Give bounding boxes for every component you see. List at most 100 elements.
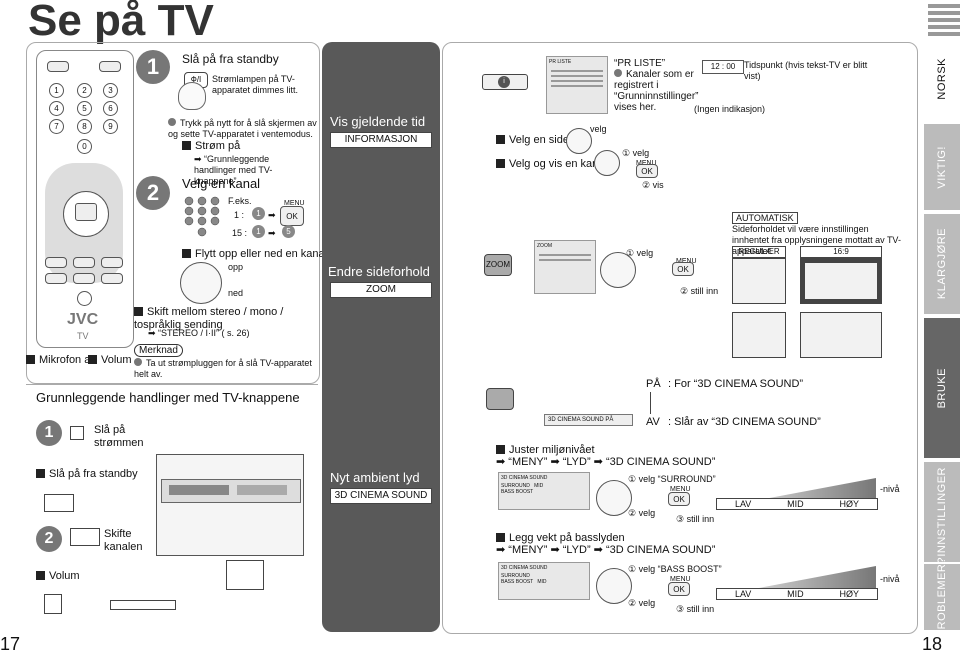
ratio-169-preview	[800, 258, 882, 304]
remote-control: 1 2 3 4 5 6 7 8 9 0 JVC TV	[36, 50, 134, 348]
tab-innstillinger[interactable]: INNSTILLINGER	[924, 462, 960, 562]
volume-button-icon	[44, 594, 62, 614]
merknad-text: Ta ut strømpluggen for å slå TV-apparate…	[134, 358, 312, 379]
ambient-title: Nyt ambient lyd	[330, 470, 420, 485]
ok-button[interactable]: OK	[280, 206, 304, 226]
grunn-step-1: 1	[36, 420, 62, 446]
arrow-icon: ➡	[268, 210, 276, 220]
digit-5[interactable]: 5	[77, 101, 92, 116]
remote-dpad[interactable]	[63, 191, 109, 237]
remote-button-e[interactable]	[73, 273, 95, 284]
volum-label: Volum	[88, 354, 132, 367]
step-1-heading: Slå på fra standby	[182, 52, 279, 66]
zoom-box: ZOOM	[330, 282, 432, 298]
grunn-sla-pa: Slå på strømmen	[94, 424, 144, 449]
cinema-sound-button[interactable]	[486, 388, 514, 410]
mute-button[interactable]	[47, 61, 69, 72]
remote-button-d[interactable]	[45, 273, 67, 284]
digit-0[interactable]: 0	[77, 139, 92, 154]
remote-round-button[interactable]	[77, 291, 92, 306]
ok-button-3[interactable]: OK	[668, 492, 690, 506]
automatisk-label: AUTOMATISK	[732, 212, 798, 224]
step-1-desc: Strømlampen på TV-apparatet dimmes litt.	[212, 74, 299, 95]
zoom-button[interactable]: ZOOM	[484, 254, 512, 276]
digit-2[interactable]: 2	[77, 83, 92, 98]
tab-klargjore[interactable]: KLARGJØRE	[924, 214, 960, 314]
zoom-dpad[interactable]	[600, 252, 636, 288]
remote-button-c[interactable]	[101, 257, 123, 268]
tab-problemer[interactable]: PROBLEMER?	[924, 557, 960, 637]
cinema-sound-screen: 3D CINEMA SOUND PÅ	[544, 414, 633, 426]
page-number-right: 18	[922, 634, 943, 654]
av-desc: : Slår av “3D CINEMA SOUND”	[668, 416, 821, 428]
tab-bruke[interactable]: BRUKE	[924, 318, 960, 458]
surround-still3: ③ still inn	[676, 514, 715, 524]
ex1-label: 1 :	[234, 210, 245, 220]
bass-velg: ① velg “BASS BOOST”	[628, 564, 722, 574]
surround-screen: 3D CINEMA SOUND SURROUND MID BASS BOOST	[498, 472, 590, 510]
menu-label-4: MENU	[670, 576, 691, 583]
av-label: AV	[646, 416, 660, 428]
grunn-volum: Volum	[36, 570, 80, 583]
remote-button-b[interactable]	[73, 257, 95, 268]
digit-8[interactable]: 8	[77, 119, 92, 134]
ex1-digit: 1	[252, 207, 265, 220]
page-dpad[interactable]	[566, 128, 592, 154]
no-indicator: (Ingen indikasjon)	[694, 104, 766, 114]
digit-6[interactable]: 6	[103, 101, 118, 116]
step-2-badge: 2	[136, 176, 170, 210]
channel-select-dpad[interactable]	[594, 150, 620, 176]
juster-path: ➡ “MENY” ➡ “LYD” ➡ “3D CINEMA SOUND”	[496, 456, 716, 468]
bass-dpad[interactable]	[596, 568, 632, 604]
menu-label-1: MENU	[636, 158, 657, 169]
skift-label: Skift mellom stereo / mono / tospråklig …	[134, 306, 284, 331]
informasjon-title: Vis gjeldende tid	[330, 114, 426, 129]
grunn-skifte: Skifte kanalen	[104, 528, 143, 553]
right-panel	[442, 42, 918, 634]
menu-label-2: MENU	[676, 256, 697, 267]
page-number-left: 17	[0, 634, 21, 654]
ex2-label: 15 :	[232, 228, 248, 238]
automatisk-desc: Sideforholdet vil være innstillingen inn…	[732, 224, 901, 256]
opp-label: opp	[228, 262, 244, 272]
channel-dpad[interactable]	[180, 262, 222, 304]
zoom-preview-b	[800, 312, 882, 358]
menu-label: MENU	[284, 200, 305, 207]
digit-4[interactable]: 4	[49, 101, 64, 116]
step-1-note: Trykk på nytt for å slå skjermen av og s…	[168, 118, 317, 139]
ok-button-1[interactable]: OK	[636, 164, 658, 178]
vis2-label: ② vis	[642, 180, 664, 190]
volume-bar	[110, 600, 176, 610]
strom-ref: ➡ “Grunnleggende handlinger med TV-knapp…	[194, 154, 273, 186]
remote-ok-button[interactable]	[75, 203, 97, 221]
ambient-box: 3D CINEMA SOUND	[330, 488, 432, 504]
bass-path: ➡ “MENY” ➡ “LYD” ➡ “3D CINEMA SOUND”	[496, 544, 716, 556]
power-button[interactable]	[99, 61, 121, 72]
bass-screen: 3D CINEMA SOUND SURROUND BASS BOOST MID	[498, 562, 590, 600]
remote-button-a[interactable]	[45, 257, 67, 268]
surround-dpad[interactable]	[596, 480, 632, 516]
ratio-169-label: 16:9	[800, 246, 882, 258]
ok-button-2[interactable]: OK	[672, 262, 694, 276]
surround-velg: ① velg “SURROUND”	[628, 474, 716, 484]
remote-tv-label: TV	[77, 331, 89, 341]
tab-viktig[interactable]: VIKTIG!	[924, 124, 960, 210]
remote-brand-logo: JVC	[67, 311, 99, 328]
tab-norsk[interactable]: NORSK	[924, 44, 960, 114]
digit-7[interactable]: 7	[49, 119, 64, 134]
ok-button-4[interactable]: OK	[668, 582, 690, 596]
left-panel	[26, 42, 320, 384]
remote-button-f[interactable]	[101, 273, 123, 284]
merknad-title: Merknad	[134, 344, 183, 357]
ex2-digit-b: 5	[282, 225, 295, 238]
digit-9[interactable]: 9	[103, 119, 118, 134]
digit-1[interactable]: 1	[49, 83, 64, 98]
zoom-velg: ① velg	[626, 248, 654, 258]
skift-ref: ➡ “STEREO / I·II” ( s. 26)	[148, 328, 250, 338]
digit-3[interactable]: 3	[103, 83, 118, 98]
ex2-digit-a: 1	[252, 225, 265, 238]
pr-list-caption: “PR LISTE” Kanaler som er registrert i “…	[614, 58, 699, 113]
pa-desc: : For “3D CINEMA SOUND”	[668, 378, 804, 390]
menu-label-3: MENU	[670, 486, 691, 493]
